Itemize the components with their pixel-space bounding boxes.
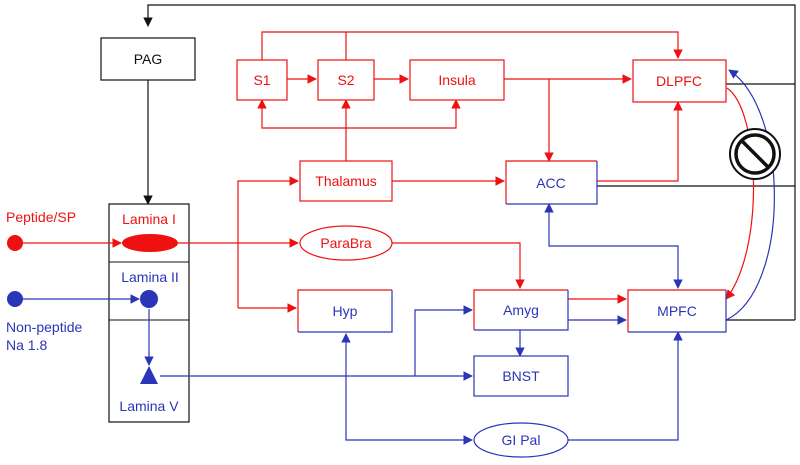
prohibition-icon <box>729 128 781 180</box>
input-peptide-label: Peptide/SP <box>6 209 76 225</box>
node-amyg-label: Amyg <box>503 302 539 318</box>
red-connectors <box>17 31 755 313</box>
node-s1-box <box>236 59 288 101</box>
node-amyg: Amyg <box>473 289 569 331</box>
node-dlpfc-label: DLPFC <box>656 73 702 89</box>
node-insula-box <box>409 59 505 101</box>
node-thalamus: Thalamus <box>299 160 393 202</box>
node-amyg-border-blue <box>474 290 569 331</box>
node-gi-pal-ellipse <box>473 422 569 458</box>
node-acc: ACC <box>505 160 598 205</box>
lamina-v-neuron <box>140 366 158 384</box>
node-lamina-ii-label: Lamina II <box>121 269 179 285</box>
node-thalamus-label: Thalamus <box>315 173 376 189</box>
node-s2-box <box>317 59 375 101</box>
node-insula: Insula <box>409 59 505 101</box>
node-bnst-box <box>473 355 569 397</box>
edge-bracket-to-s1 <box>257 99 346 129</box>
node-lamina-i: Lamina I <box>122 211 178 252</box>
node-bnst-label: BNST <box>502 368 540 384</box>
edge-mpfc-to-dlpfc-blue <box>725 69 775 321</box>
node-mpfc-label: MPFC <box>657 303 697 319</box>
edge-bracket-to-insula <box>346 99 461 129</box>
edge-trunk-to-thalamus <box>237 176 299 308</box>
node-gi-pal: GI Pal <box>473 422 569 458</box>
edge-top-red-bus <box>261 31 683 60</box>
node-mpfc: MPFC <box>627 289 727 333</box>
node-lamina-v-label: Lamina V <box>119 398 179 414</box>
node-lamina-v: Lamina V <box>119 366 179 414</box>
lamina-i-neuron <box>122 234 178 252</box>
edge-cortex-to-pag <box>143 4 796 320</box>
edge-acc-mpfc-bidir <box>544 203 683 289</box>
node-s2: S2 <box>317 59 375 101</box>
edge-gipal-to-mpfc <box>568 331 683 441</box>
node-hyp: Hyp <box>297 289 393 333</box>
nonpeptide-neuron <box>7 291 23 307</box>
node-mpfc-fill <box>628 290 726 332</box>
node-dlpfc: DLPFC <box>632 59 727 103</box>
edge-branch-to-amyg <box>414 305 473 376</box>
node-bnst: BNST <box>473 355 569 397</box>
node-mpfc-border-red <box>627 289 726 332</box>
node-mpfc-border-blue <box>628 290 727 333</box>
node-thalamus-box <box>299 160 393 202</box>
node-s1-label: S1 <box>253 72 270 88</box>
input-non-peptide-label-1: Non-peptide <box>6 319 82 335</box>
node-parabra-label: ParaBra <box>320 235 372 251</box>
peptide-neuron <box>7 235 23 251</box>
node-hyp-border-blue <box>298 290 393 333</box>
node-pag-box <box>100 37 196 81</box>
node-s2-label: S2 <box>337 72 354 88</box>
node-acc-border-blue <box>506 161 598 205</box>
node-lamina-ii: Lamina II <box>121 269 179 308</box>
node-hyp-fill <box>298 290 392 332</box>
input-peptide: Peptide/SP <box>6 209 76 251</box>
node-hyp-label: Hyp <box>333 303 358 319</box>
node-parabra-ellipse <box>299 225 393 261</box>
node-pag: PAG <box>100 37 196 81</box>
node-amyg-border-red <box>473 289 568 330</box>
node-acc-label: ACC <box>536 175 566 191</box>
node-amyg-fill <box>474 290 568 330</box>
node-hyp-border-red <box>297 289 392 332</box>
input-non-peptide-label-2: Na 1.8 <box>6 337 47 353</box>
edge-acc-to-dlpfc <box>597 101 683 182</box>
node-insula-label: Insula <box>438 72 476 88</box>
edge-parabra-to-amyg <box>392 242 525 289</box>
lamina-ii-neuron <box>140 290 158 308</box>
black-connectors <box>143 4 796 321</box>
node-acc-border-red <box>505 160 597 204</box>
node-lamina-i-label: Lamina I <box>122 211 176 227</box>
node-pag-label: PAG <box>134 51 163 67</box>
edge-dlpfc-to-mpfc-red <box>725 87 755 300</box>
node-gi-pal-label: GI Pal <box>502 432 541 448</box>
node-dlpfc-box <box>632 59 727 103</box>
node-s1: S1 <box>236 59 288 101</box>
spinal-column-frame <box>108 203 190 423</box>
node-parabra: ParaBra <box>299 225 393 261</box>
input-non-peptide: Non-peptide Na 1.8 <box>6 291 82 353</box>
blue-connectors <box>17 69 775 445</box>
edge-hyp-gipal-bidir <box>341 333 473 445</box>
node-acc-fill <box>506 161 597 204</box>
